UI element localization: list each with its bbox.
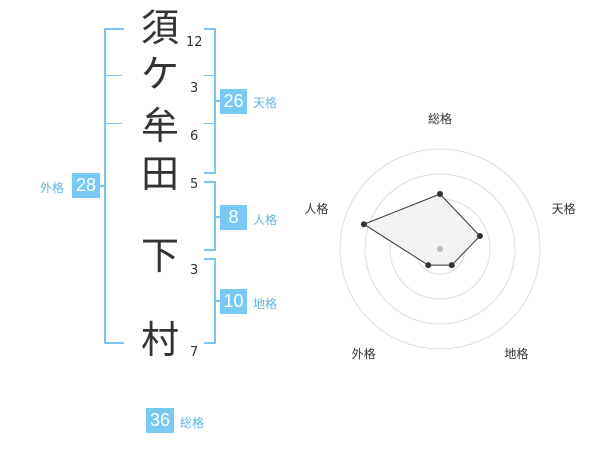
radar-grid-ring <box>364 173 516 325</box>
radar-point-5 <box>360 221 367 228</box>
radar-axis-label: 外格 <box>352 346 376 361</box>
radar-axis-label: 人格 <box>304 201 328 216</box>
jinkaku-label: 人格 <box>253 213 278 227</box>
name-char-3: 牟 <box>140 104 179 148</box>
bracket-tick <box>204 75 214 76</box>
stroke-count-6: 7 <box>190 345 199 360</box>
radar-axis-label: 地格 <box>504 346 528 361</box>
radar-area <box>362 193 481 266</box>
gaikaku-value: 28 <box>72 173 100 198</box>
radar-point-4 <box>425 262 432 269</box>
bracket-tick <box>98 185 106 187</box>
tenkaku-label: 天格 <box>253 96 278 110</box>
name-char-2: ケ <box>140 52 179 96</box>
radar-point-1 <box>437 191 443 197</box>
chikaku-value: 10 <box>220 289 247 314</box>
stroke-count-1: 12 <box>186 35 203 50</box>
gaikaku-label: 外格 <box>40 181 65 195</box>
bracket-tick <box>214 216 220 218</box>
bracket-tick <box>104 75 122 76</box>
radar-point-3 <box>448 262 455 269</box>
name-char-6: 村 <box>140 318 179 362</box>
chikaku-label: 地格 <box>253 297 278 311</box>
bracket-tick <box>214 300 220 302</box>
radar-axis-label: 総格 <box>428 111 452 126</box>
name-char-1: 須 <box>140 6 179 50</box>
radar-point-2 <box>476 233 483 240</box>
radar-grid-ring <box>339 148 541 350</box>
stroke-count-4: 5 <box>190 177 199 192</box>
soukaku-value: 36 <box>146 408 174 433</box>
bracket-tick <box>214 100 220 102</box>
bracket-tick <box>104 123 122 124</box>
jinkaku-value: 8 <box>220 205 247 230</box>
radar-center <box>437 246 443 252</box>
tenkaku-value: 26 <box>220 89 247 114</box>
name-char-5: 下 <box>140 234 179 278</box>
stroke-count-2: 3 <box>190 81 199 96</box>
stroke-count-3: 6 <box>190 129 199 144</box>
radar-axis-label: 天格 <box>552 201 576 216</box>
stroke-count-5: 3 <box>190 263 199 278</box>
soukaku-label: 総格 <box>180 416 205 430</box>
name-char-4: 田 <box>140 152 179 196</box>
bracket-tick <box>204 123 214 124</box>
